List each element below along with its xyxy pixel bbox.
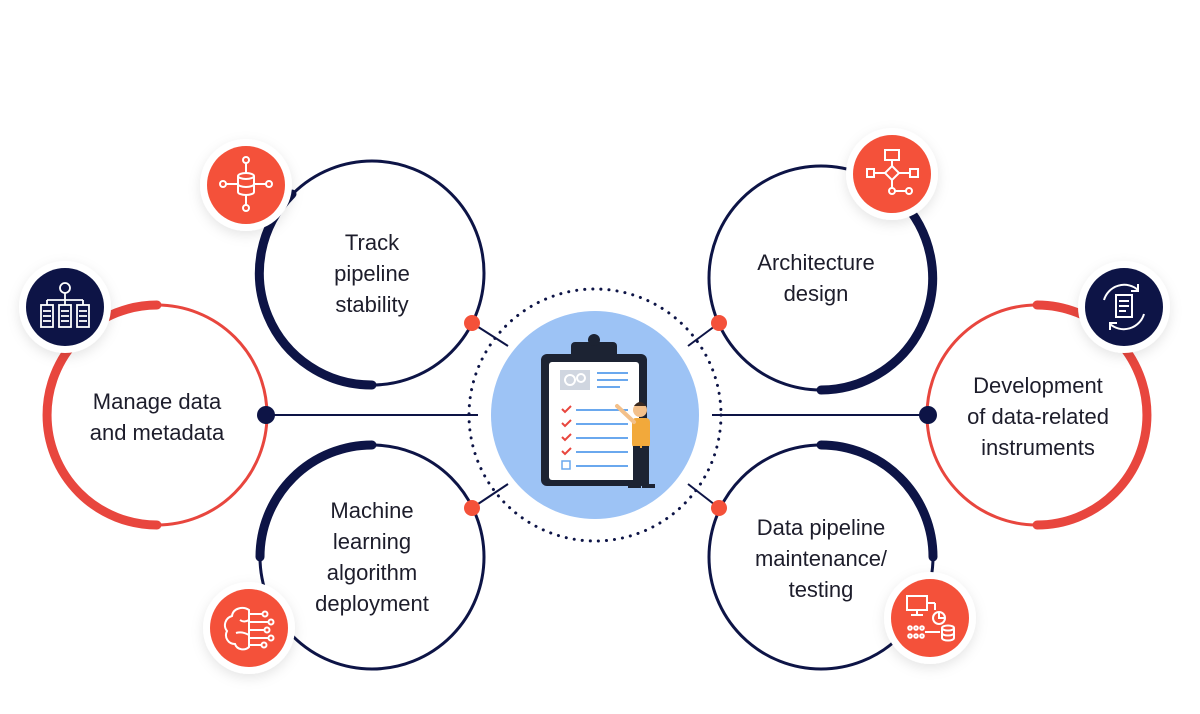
connector-dot [711, 315, 727, 331]
data-hierarchy-icon [19, 261, 111, 353]
label-track-pipeline-stability: Track pipeline stability [334, 229, 410, 317]
label-development-of-data-related-instruments: Development of data-related instruments [967, 372, 1109, 460]
clipboard-checklist-person-icon [541, 334, 655, 488]
label-architecture-design: Architecture design [757, 250, 875, 306]
database-network-icon [200, 139, 292, 231]
brain-circuit-icon [203, 582, 295, 674]
node-architecture-design [707, 164, 938, 395]
connector-dot [919, 406, 937, 424]
document-cycle-icon [1078, 261, 1170, 353]
center-hub [467, 287, 723, 543]
label-data-pipeline-maintenance-testing: Data pipeline maintenance/ testing [754, 514, 888, 602]
connector-dot [711, 500, 727, 516]
flowchart-icon [846, 128, 938, 220]
label-manage-data-and-metadata: Manage data and metadata [89, 389, 225, 445]
node-machine-learning [255, 440, 486, 671]
computer-database-icon [884, 572, 976, 664]
label-machine-learning-algorithm-deployment: Machine learning algorithm deployment [315, 498, 429, 616]
connector-dot [464, 315, 480, 331]
connector-dot [464, 500, 480, 516]
node-track-pipeline-stability [254, 159, 486, 390]
node-data-pipeline [707, 440, 938, 671]
connector-dot [257, 406, 275, 424]
